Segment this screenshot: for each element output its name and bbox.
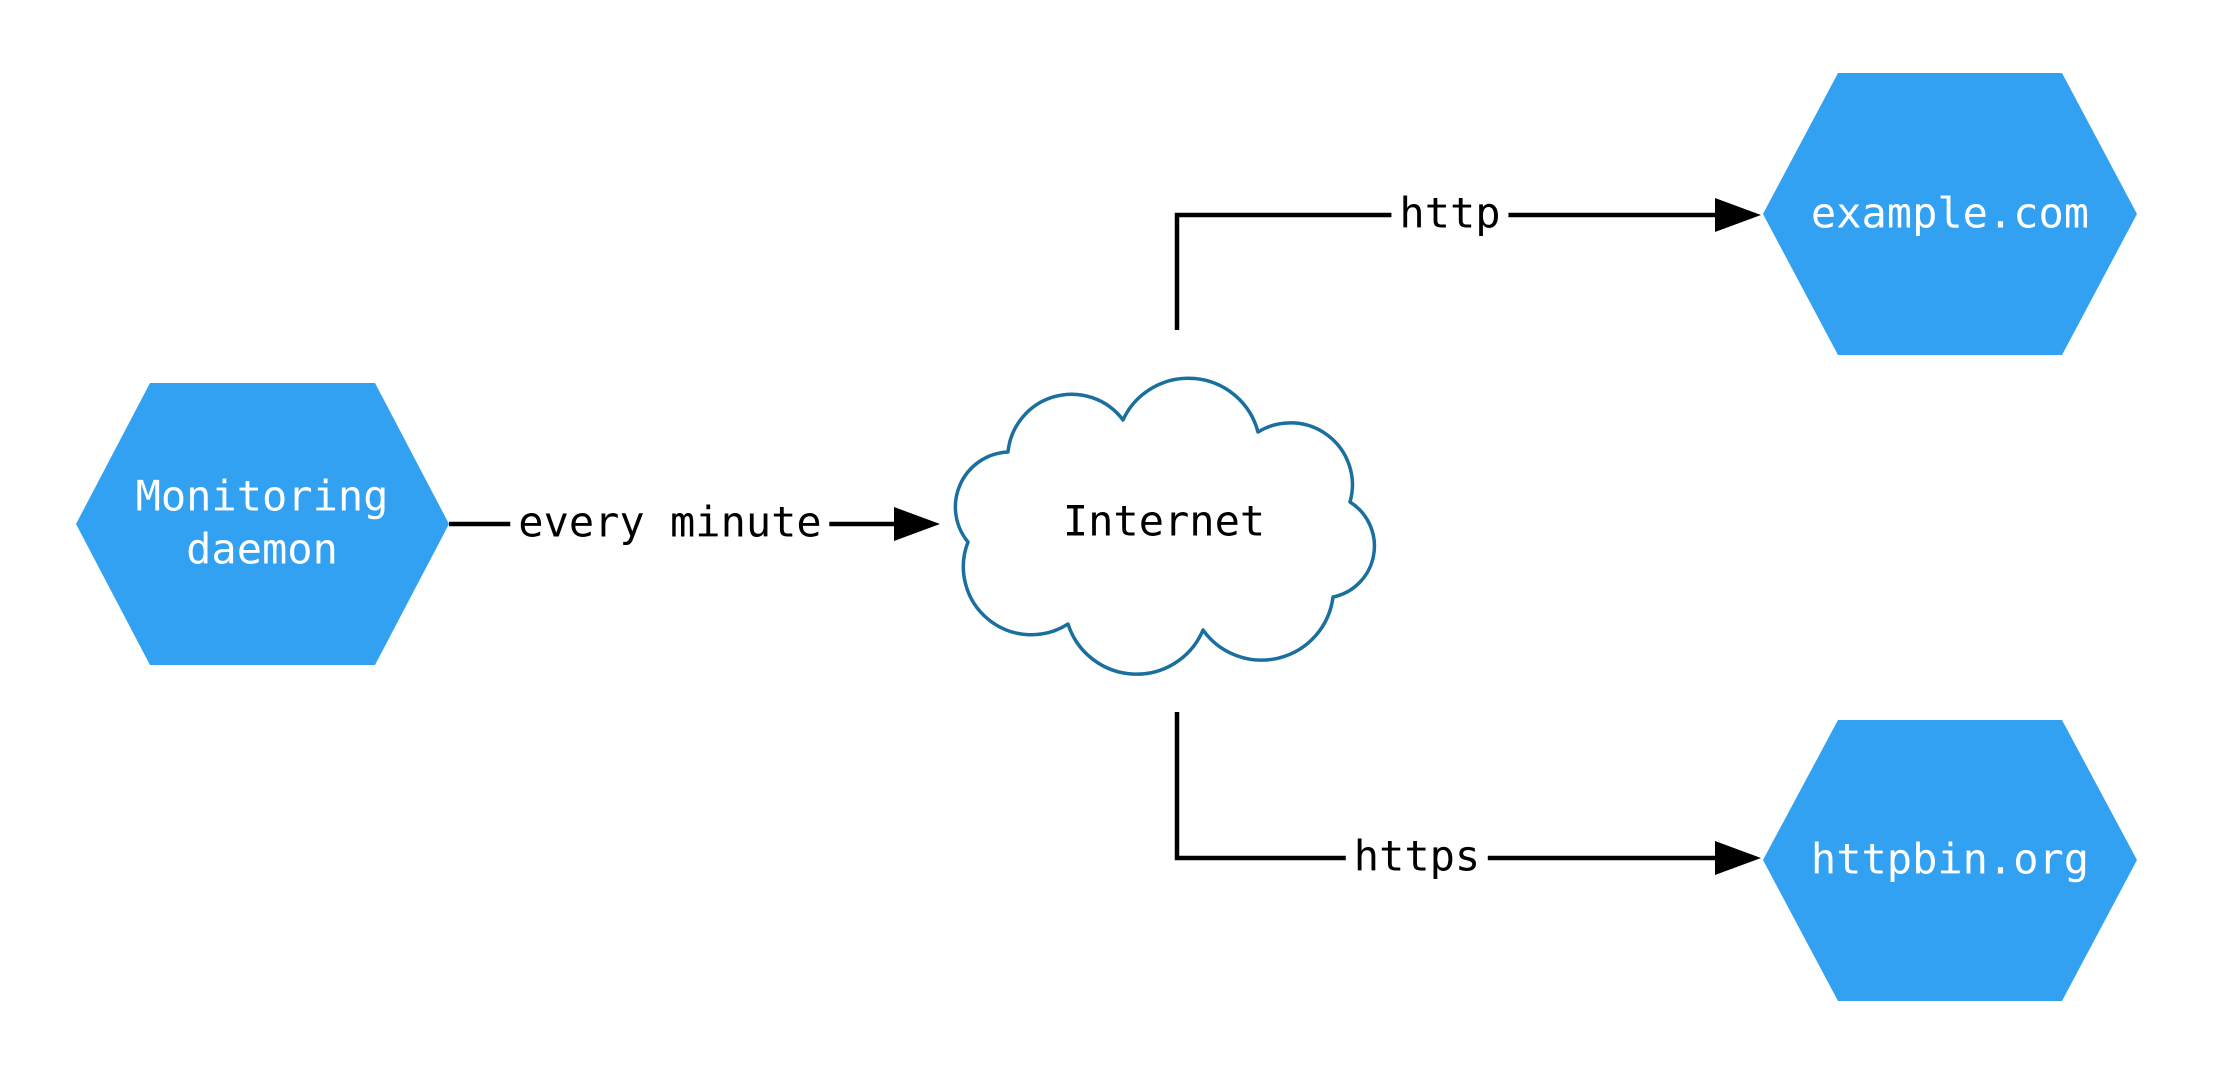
http-edge-label: http (1391, 187, 1509, 241)
example-com-label: example.com (1810, 188, 2090, 238)
arrowhead-icon (894, 507, 940, 541)
http-arrow (1174, 198, 1761, 330)
monitoring-daemon-label: Monitoring daemon (135, 471, 389, 573)
arrowhead-icon (1715, 841, 1761, 875)
internet-cloud (953, 376, 1377, 676)
httpbin-org-hexagon (1763, 720, 2137, 1001)
https-edge-label: https (1345, 830, 1489, 884)
every-minute-edge-label: every minute (510, 496, 830, 550)
httpbin-org-label: httpbin.org (1810, 834, 2090, 884)
internet-label: Internet (1062, 496, 1266, 546)
arrowhead-icon (1715, 198, 1761, 232)
https-arrow (1174, 712, 1761, 875)
example-com-hexagon (1763, 73, 2137, 355)
monitoring-daemon-hexagon (76, 383, 449, 665)
